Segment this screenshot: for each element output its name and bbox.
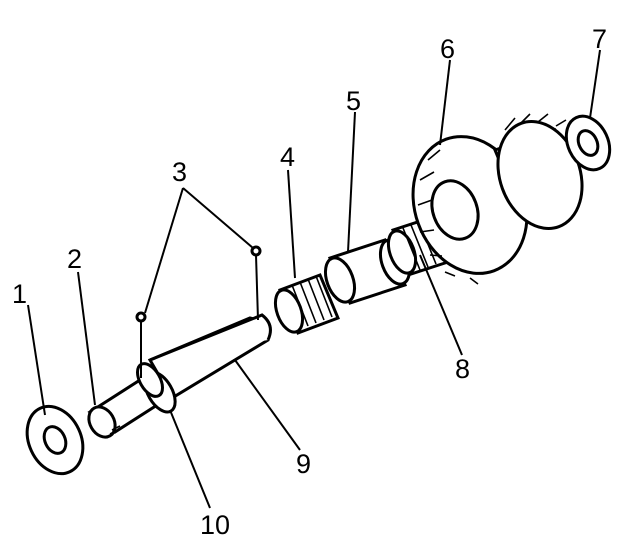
callout-1: 1 (12, 279, 27, 309)
callout-7: 7 (592, 24, 607, 54)
leader-lines (27, 49, 601, 509)
thrust-washer-left (25, 404, 85, 476)
output-shaft (87, 313, 272, 439)
callout-9: 9 (296, 449, 311, 479)
dowel-dot-upper (250, 245, 262, 257)
callout-10: 10 (200, 510, 230, 540)
thrust-washer-right (564, 114, 612, 172)
bearing-sleeve (323, 238, 412, 305)
callout-4: 4 (280, 142, 295, 172)
callout-6: 6 (440, 34, 455, 64)
callout-5: 5 (346, 86, 361, 116)
dowel-dot-lower (135, 311, 147, 323)
needle-bearing (273, 273, 340, 335)
callout-2: 2 (67, 244, 82, 274)
callout-8: 8 (455, 354, 470, 384)
callout-3: 3 (172, 157, 187, 187)
cluster-gear (411, 113, 584, 285)
